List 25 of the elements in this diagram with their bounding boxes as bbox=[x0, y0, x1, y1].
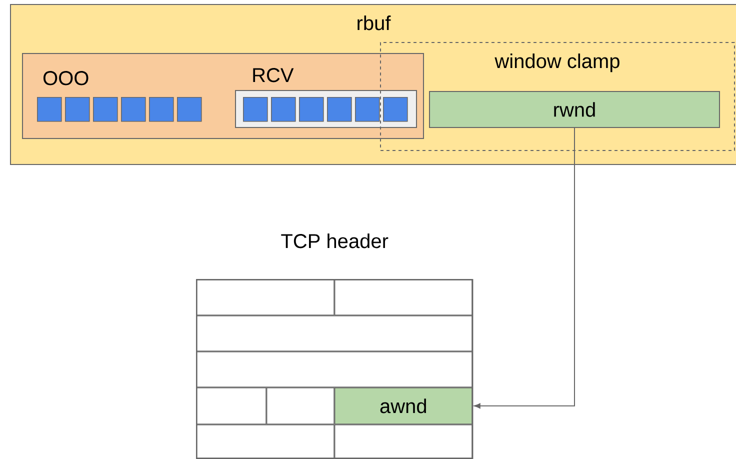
table-cell bbox=[196, 279, 334, 316]
table-cell: awnd bbox=[334, 387, 472, 424]
packet-square bbox=[355, 97, 380, 122]
node-label: TCP header bbox=[281, 234, 388, 248]
packet-square bbox=[37, 97, 62, 122]
table-cell bbox=[334, 279, 472, 316]
table-cell bbox=[196, 424, 334, 458]
packet-square bbox=[65, 97, 90, 122]
table-cell bbox=[266, 387, 334, 424]
packet-square bbox=[327, 97, 352, 122]
packet-square bbox=[243, 97, 268, 122]
packet-square bbox=[121, 97, 146, 122]
table-cell bbox=[334, 424, 472, 458]
window-bar: rwnd bbox=[429, 91, 720, 128]
packet-square bbox=[177, 97, 202, 122]
packet-square bbox=[93, 97, 118, 122]
node-label: RCV bbox=[253, 68, 294, 82]
table-cell bbox=[196, 351, 472, 388]
table-cell bbox=[196, 387, 266, 424]
arrow bbox=[474, 128, 575, 409]
packet-square bbox=[149, 97, 174, 122]
packet-square bbox=[299, 97, 324, 122]
table-cell bbox=[196, 315, 472, 352]
packet-square bbox=[271, 97, 296, 122]
packet-square bbox=[383, 97, 408, 122]
